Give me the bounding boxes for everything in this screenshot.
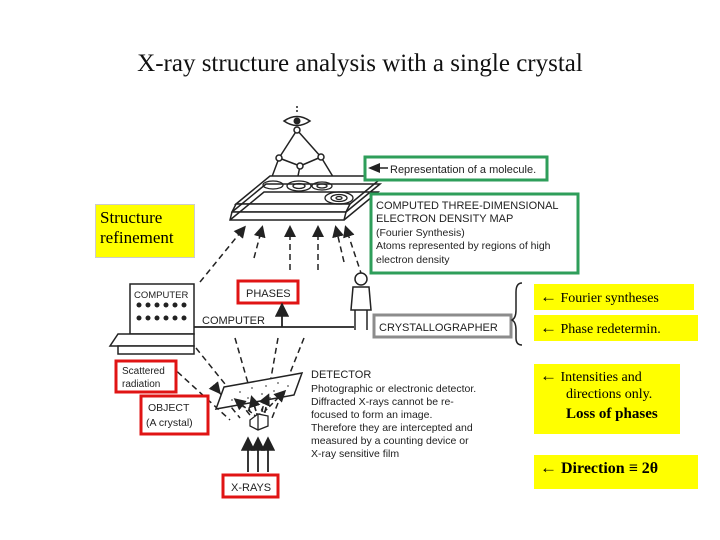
object-label-1: OBJECT bbox=[148, 402, 190, 414]
direction-label: Direction ≡ 2θ bbox=[561, 460, 659, 477]
molecule-callout: Representation of a molecule. bbox=[363, 155, 549, 182]
fourier-label: Fourier syntheses bbox=[560, 291, 659, 306]
density-contours bbox=[262, 180, 354, 205]
directions-label: directions bbox=[566, 387, 622, 402]
computer-panel-dots bbox=[136, 302, 187, 321]
brace-icon bbox=[510, 282, 523, 346]
eye-icon bbox=[282, 115, 312, 127]
page-title: X-ray structure analysis with a single c… bbox=[137, 50, 583, 77]
phases-label: PHASES bbox=[246, 288, 291, 300]
left-arrow-icon: ← bbox=[540, 366, 557, 385]
direction-note: ← Direction ≡ 2θ bbox=[534, 455, 698, 489]
object-label-2: (A crystal) bbox=[146, 417, 193, 429]
phase-redetermin-label: Phase redetermin. bbox=[560, 322, 661, 337]
detector-line: X-ray sensitive film bbox=[311, 448, 399, 460]
molecule-label: Representation of a molecule. bbox=[390, 164, 536, 176]
structure-refinement-note: Structure refinement bbox=[95, 204, 195, 258]
and-label: and bbox=[621, 370, 642, 385]
xrays-label: X-RAYS bbox=[231, 482, 271, 494]
map-line-5: electron density bbox=[376, 254, 450, 266]
beams-to-map bbox=[199, 225, 363, 283]
computer-small-label: COMPUTER bbox=[134, 290, 189, 301]
left-arrow-icon: ← bbox=[540, 318, 557, 337]
loss-of-phases-label: Loss of phases bbox=[566, 406, 658, 422]
left-arrow-icon: ← bbox=[540, 458, 557, 477]
fourier-syntheses-note: ← Fourier syntheses bbox=[534, 284, 694, 310]
detector-title: DETECTOR bbox=[311, 369, 371, 381]
detector-plate bbox=[214, 372, 304, 410]
computer-icon bbox=[108, 283, 195, 355]
crystallographer-icon bbox=[350, 272, 372, 330]
detector-line: measured by a counting device or bbox=[311, 435, 469, 447]
crystal-icon bbox=[249, 413, 269, 431]
intensities-label: Intensities bbox=[560, 370, 619, 385]
map-title-1: COMPUTED THREE-DIMENSIONAL bbox=[376, 200, 559, 212]
crystallographer-label: CRYSTALLOGRAPHER bbox=[379, 322, 498, 334]
scattered-label-2: radiation bbox=[122, 379, 160, 390]
crystallographer-box: CRYSTALLOGRAPHER bbox=[372, 313, 513, 339]
detector-line: Diffracted X-rays cannot be re- bbox=[311, 396, 454, 408]
intensities-note: ← Intensities and directions only. Loss … bbox=[534, 364, 680, 434]
left-arrow-icon: ← bbox=[540, 287, 557, 306]
map-line-3: (Fourier Synthesis) bbox=[376, 227, 465, 239]
computer-main-label: COMPUTER bbox=[202, 315, 265, 327]
xray-arrows bbox=[240, 436, 276, 472]
object-box: OBJECT (A crystal) bbox=[139, 394, 210, 436]
detector-line: Therefore they are intercepted and bbox=[311, 422, 473, 434]
scattered-radiation-box: Scattered radiation bbox=[114, 359, 178, 394]
xrays-box: X-RAYS bbox=[221, 473, 280, 499]
scattered-label-1: Scattered bbox=[122, 366, 165, 377]
only-label: only. bbox=[624, 387, 653, 402]
phases-box: PHASES bbox=[236, 279, 300, 305]
detector-text: DETECTOR Photographic or electronic dete… bbox=[311, 369, 476, 460]
phase-redetermination-note: ← Phase redetermin. bbox=[534, 315, 698, 341]
electron-density-box: COMPUTED THREE-DIMENSIONAL ELECTRON DENS… bbox=[369, 192, 580, 275]
map-line-4: Atoms represented by regions of high bbox=[376, 240, 551, 252]
computer-connection bbox=[194, 302, 354, 328]
map-title-2: ELECTRON DENSITY MAP bbox=[376, 213, 513, 225]
detector-line: Photographic or electronic detector. bbox=[311, 383, 476, 395]
detector-line: focused to form an image. bbox=[311, 409, 432, 421]
